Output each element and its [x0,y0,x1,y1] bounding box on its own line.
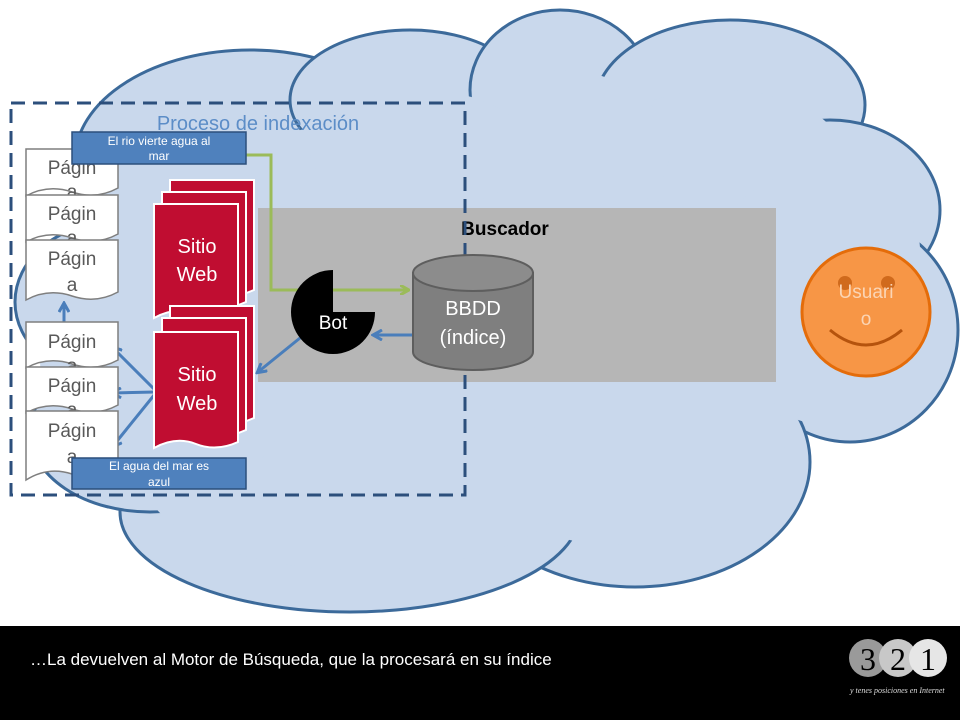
bot-label: Bot [319,313,348,334]
page-stack-top: Págin a Págin a Págin a [25,148,119,302]
database-label: (índice) [440,327,507,349]
logo-digit: 3 [860,641,876,677]
website-label: Web [177,393,218,415]
search-engine-label: Buscador [461,219,549,240]
svg-text:El rio vierte agua al: El rio vierte agua al [108,134,211,148]
bot-to-site-arrow [258,336,301,372]
logo-tagline: y tenes posiciones en Internet [850,686,945,695]
crawl-flow-arrows [64,153,412,446]
website-stack-top: Sitio Web [153,179,255,320]
site-to-page-arrow [113,348,157,392]
brand-logo: 3 2 1 y tenes posiciones en Internet [844,634,954,714]
svg-text:a: a [67,275,78,296]
logo-digit: 1 [920,641,936,677]
note-bottom: El agua del mar es azul [71,457,247,490]
svg-text:Págin: Págin [48,204,97,225]
svg-text:azul: azul [148,475,170,489]
website-label: Sitio [178,236,217,258]
indexing-process-title: Proceso de indexación [157,113,359,135]
website-stack-bottom: Sitio Web [153,305,255,450]
footer-bar: …La devuelven al Motor de Búsqueda, que … [0,626,960,720]
logo-digit: 2 [890,641,906,677]
svg-text:mar: mar [149,149,170,163]
page-document: Págin a [25,194,119,249]
database-label: BBDD [445,298,501,320]
bot-node: Bot [291,270,375,354]
user-label: Usuari [839,282,894,303]
note-top: El rio vierte agua al mar [71,131,247,165]
svg-text:a: a [67,228,78,249]
site-to-page-arrow [113,393,157,446]
website-label: Web [177,264,218,286]
svg-text:Págin: Págin [48,376,97,397]
green-arrow [244,153,408,290]
svg-text:Págin: Págin [48,249,97,270]
site-to-page-arrow [113,392,156,393]
user-label: o [861,309,872,330]
website-label: Sitio [178,364,217,386]
footer-caption: …La devuelven al Motor de Búsqueda, que … [30,650,552,669]
svg-text:Págin: Págin [48,421,97,442]
user-smile [829,328,903,347]
page-stack-bottom: Págin a Págin a Págin a [25,321,119,482]
page-document: Págin a [25,239,119,302]
user-face: Usuari o [800,246,932,378]
user-eye [881,276,895,290]
svg-text:El agua del mar es: El agua del mar es [109,459,209,473]
svg-text:a: a [67,182,78,203]
database-cylinder: BBDD (índice) [412,254,534,371]
user-eye [838,276,852,290]
logo-circles: 3 2 1 [849,639,947,677]
svg-text:Págin: Págin [48,332,97,353]
